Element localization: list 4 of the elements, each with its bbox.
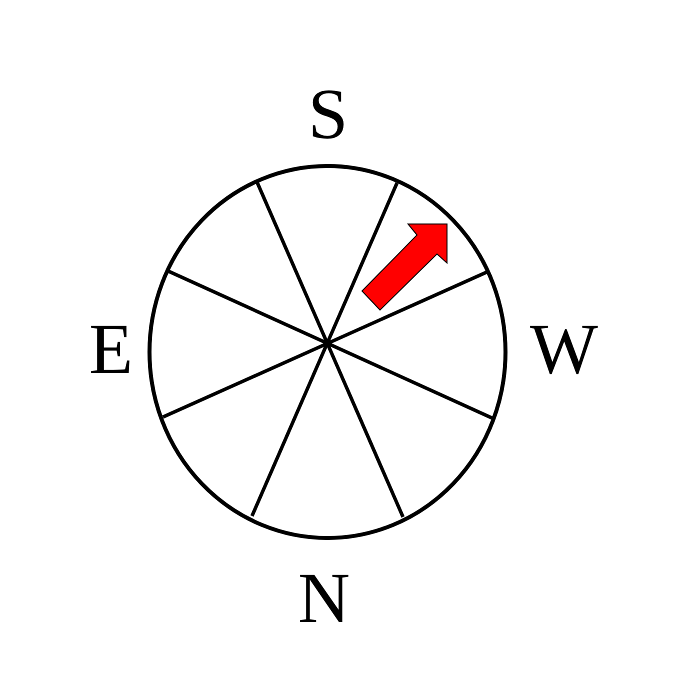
direction-label: N [298,562,350,634]
direction-label: W [530,313,598,385]
direction-label: S [308,78,348,150]
direction-label: E [89,313,133,385]
